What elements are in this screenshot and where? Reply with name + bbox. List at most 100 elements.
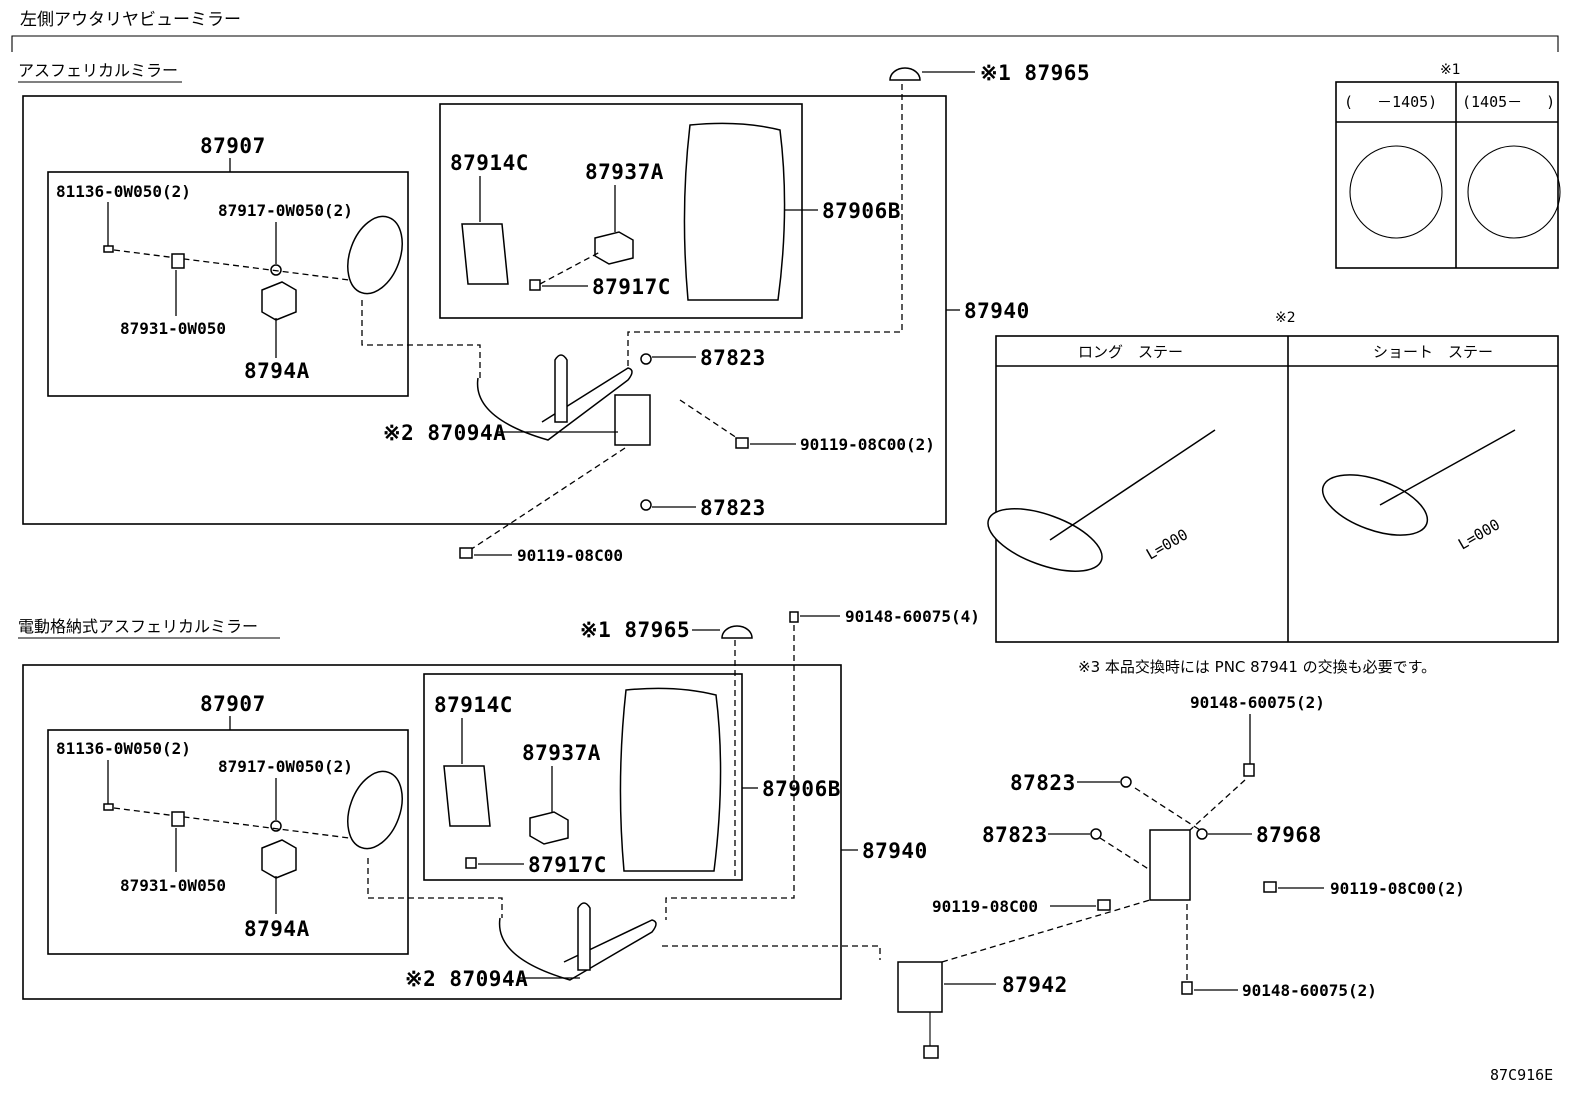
label-90119b: 90119-08C00 (517, 546, 623, 565)
clip-87931-part (171, 253, 185, 269)
dash-upper-mount (113, 249, 366, 283)
label-lower-90119b: 90119-08C00(2) (1330, 879, 1465, 898)
pin-87968-part (1196, 828, 1208, 840)
label-lower-87823a: 87823 (1010, 771, 1076, 795)
label-lower-90148c: 90148-60075(2) (1242, 981, 1377, 1000)
lower-screw-90148a-part (789, 611, 799, 623)
bolt-90119b-part (459, 547, 473, 559)
label-lower-8794a: 8794A (244, 917, 310, 941)
label-lower-87965: ※1 87965 (580, 618, 690, 642)
label-87940: 87940 (964, 299, 1030, 323)
label-lower-87940: 87940 (862, 839, 928, 863)
washer-87823a-part (640, 353, 652, 365)
title-bracket (11, 35, 1559, 52)
lower-bracket-8794a-part (261, 839, 297, 879)
diagram-code: 87C916E (1490, 1066, 1553, 1084)
dash-87968 (1099, 779, 1246, 871)
note2-col1: ロング ステー (1078, 343, 1183, 361)
lower-cover-87914c-part (443, 765, 491, 827)
lower-heading: 電動格納式アスフェリカルミラー (18, 617, 258, 636)
label-lower-90119a: 90119-08C00 (932, 897, 1038, 916)
lower-under-mirror-part (347, 770, 403, 850)
dash-87917c (539, 251, 601, 285)
dash-lower-stay (367, 858, 503, 918)
note2-short-stay (1379, 429, 1516, 506)
upper-87907-frame (47, 171, 409, 397)
label-lower-87914c: 87914C (434, 693, 513, 717)
bracket-87968-part (1149, 829, 1191, 901)
upper-mirror-frame (439, 103, 803, 319)
note2-col2: ショート ステー (1373, 343, 1493, 361)
label-lower-87937a: 87937A (522, 741, 601, 765)
label-87917c: 87917C (592, 275, 671, 299)
motor-87942-part (897, 961, 943, 1013)
note2-short-mirror (1321, 474, 1429, 536)
stay-base-part (614, 394, 651, 446)
label-87914c: 87914C (450, 151, 529, 175)
note1-col1: ( －1405) (1344, 93, 1437, 111)
dash-lower-mount (113, 807, 366, 841)
lower-nut-87917-part (270, 820, 282, 832)
lower-cap-87965-part (721, 625, 753, 639)
label-lower-90148a: 90148-60075(4) (845, 607, 980, 626)
label-87937a: 87937A (585, 160, 664, 184)
lower-section: 電動格納式アスフェリカルミラー ※1 87965 90148-60075(4) … (18, 607, 1465, 1059)
label-lower-87968: 87968 (1256, 823, 1322, 847)
label-87907: 87907 (200, 134, 266, 158)
dash-motor-bracket (941, 899, 1151, 963)
note2-long-stay (1049, 429, 1216, 541)
lower-washer-87823b-part (1090, 828, 1102, 840)
screw-81136-part (103, 245, 114, 253)
lower-clip-87931-part (171, 811, 185, 827)
note1-cap-old (1349, 145, 1443, 239)
dash-90119b (469, 447, 626, 551)
note2-dim1: L=000 (1143, 525, 1191, 563)
note1-col2: (1405－ ) (1462, 93, 1555, 111)
lower-screw-87917c-part (465, 857, 477, 869)
bolt-90119a-part (735, 437, 749, 449)
lower-screw-90148c-part (1181, 981, 1193, 995)
lower-stay-post-part (577, 902, 591, 971)
dash-upper-stay (361, 300, 481, 378)
label-87823a: 87823 (700, 346, 766, 370)
lower-bolt-90119a-part (1097, 899, 1111, 911)
lower-assembly-frame (22, 664, 842, 1000)
lower-87907-frame (47, 729, 409, 955)
label-lower-87907: 87907 (200, 692, 266, 716)
label-87823b: 87823 (700, 496, 766, 520)
label-lower-90148b: 90148-60075(2) (1190, 693, 1325, 712)
lower-screw-81136-part (103, 803, 114, 811)
lower-mirror-87906b-part (619, 687, 722, 872)
label-87931: 87931-0W050 (120, 319, 226, 338)
label-lower-87917c: 87917C (528, 853, 607, 877)
under-mirror-part (347, 215, 403, 295)
note2-long-mirror (987, 508, 1103, 572)
label-87917-0w050: 87917-0W050(2) (218, 201, 353, 220)
lower-washer-87823a-part (1120, 776, 1132, 788)
screw-87917c-part (529, 279, 541, 291)
label-87965: ※1 87965 (980, 61, 1090, 85)
label-90119a: 90119-08C00(2) (800, 435, 935, 454)
note2-frame (995, 335, 1559, 643)
motor-connector (923, 1045, 939, 1059)
label-lower-87942: 87942 (1002, 973, 1068, 997)
label-lower-81136: 81136-0W050(2) (56, 739, 191, 758)
dash-87965 (627, 84, 903, 380)
stay-post-part (554, 354, 568, 423)
note1-frame (1335, 81, 1559, 269)
label-lower-87823b: 87823 (982, 823, 1048, 847)
cover-87914c-part (461, 223, 509, 285)
note1-cap-new (1467, 145, 1561, 239)
label-81136: 81136-0W050(2) (56, 182, 191, 201)
note1-mark: ※1 (1440, 62, 1461, 78)
label-8794a: 8794A (244, 359, 310, 383)
note2-table: ※2 ロング ステー ショート ステー L=000 L=000 (987, 310, 1559, 643)
lower-mirror-frame (423, 673, 743, 881)
dash-lower-motor (662, 945, 881, 960)
label-87906b: 87906B (822, 199, 901, 223)
stay-87094a-part (476, 367, 633, 441)
dash-90119a (679, 399, 741, 441)
note2-dim2: L=000 (1455, 515, 1503, 553)
